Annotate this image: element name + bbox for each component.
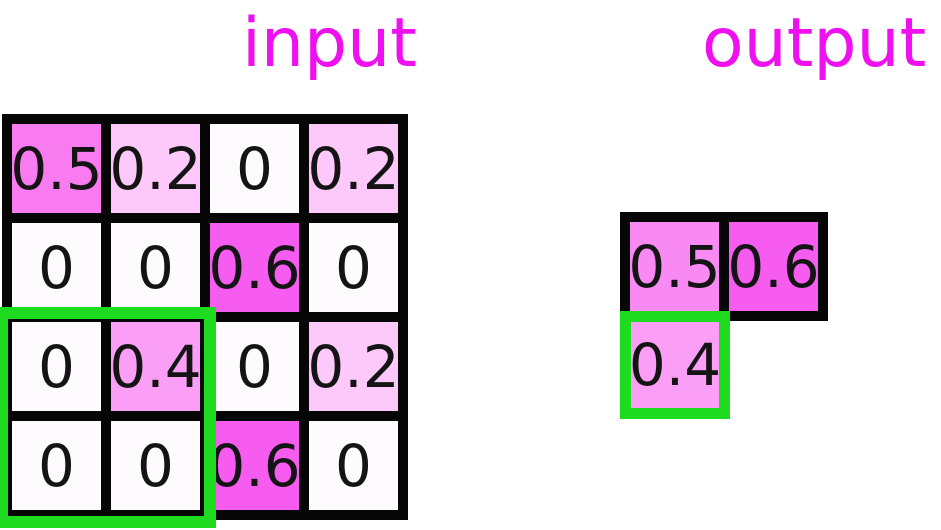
input-cell-r0c2: 0 [210,124,299,213]
input-cell-r1c1: 0 [111,223,200,312]
input-cell-r3c2: 0.6 [208,421,301,510]
output-grid: 0.5 0.6 [620,212,828,321]
output-cell-r0c1: 0.6 [727,222,820,311]
output-title: output [702,4,927,83]
input-cell-r0c3: 0.2 [307,124,400,213]
input-cell-r2c1: 0.4 [109,322,202,411]
input-cell-r2c0: 0 [12,322,101,411]
input-cell-r2c2: 0 [210,322,299,411]
input-cell-r3c3: 0 [309,421,398,510]
output-cell-highlighted: 0.4 [620,311,730,419]
input-cell-r1c0: 0 [12,223,101,312]
input-cell-r3c1: 0 [111,421,200,510]
input-cell-r1c2: 0.6 [208,223,301,312]
input-cell-r0c0: 0.5 [10,124,103,213]
input-cell-r3c0: 0 [12,421,101,510]
input-cell-r1c3: 0 [309,223,398,312]
input-title: input [242,4,417,83]
input-cell-r2c3: 0.2 [307,322,400,411]
input-grid: 0.5 0.2 0 0.2 0 0 0.6 0 0 0.4 0 0.2 0 0 … [0,114,408,528]
input-cell-r0c1: 0.2 [109,124,202,213]
output-cell-r0c0: 0.5 [628,222,721,311]
